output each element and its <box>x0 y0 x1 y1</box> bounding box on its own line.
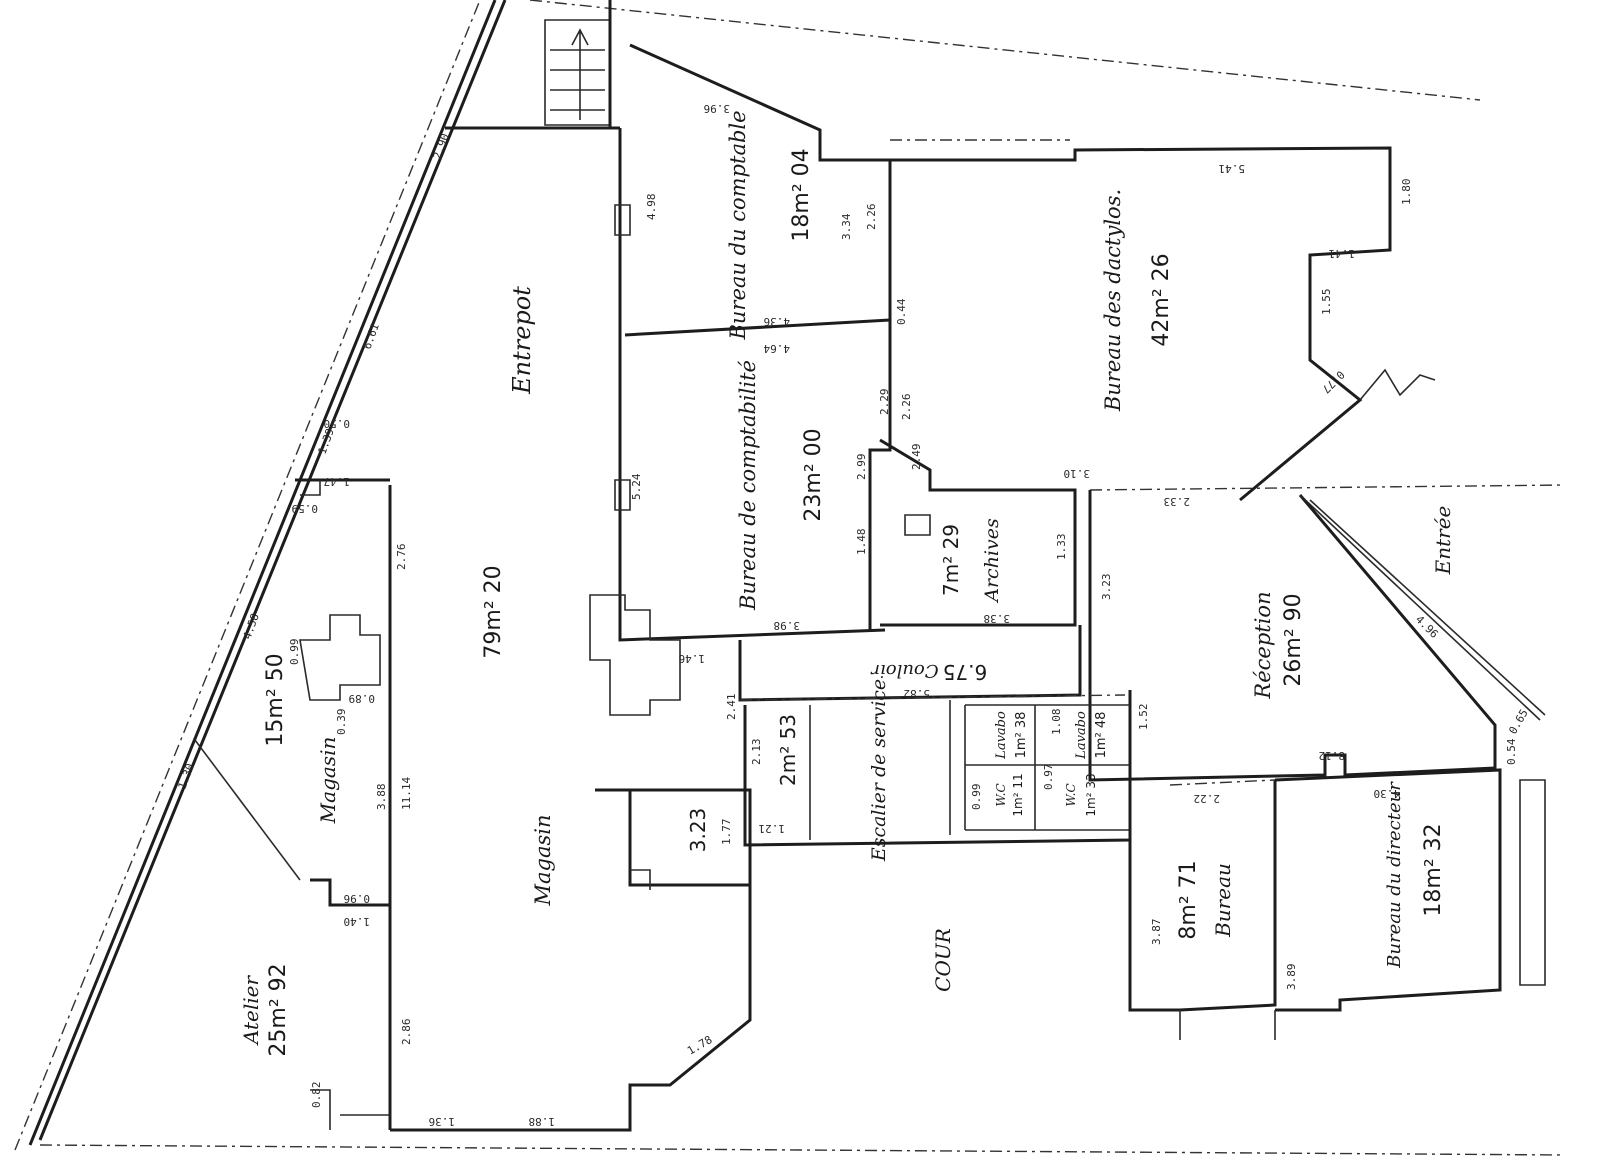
dim-label: 1.46 <box>679 652 706 665</box>
dim-label: 0.59 <box>292 502 319 515</box>
dim-label: 1.30 <box>176 762 197 791</box>
dim-label: 0.54 <box>1505 738 1518 765</box>
dim-label: 3.38 <box>984 612 1011 625</box>
room-area-archives: 7m² 29 <box>939 524 963 596</box>
dim-label: 2.29 <box>878 389 891 416</box>
room-area-magasin-small: 15m² 50 <box>263 653 288 746</box>
dim-label: 3.88 <box>375 784 388 811</box>
room-name-lavabo-2: Lavabo <box>1074 711 1089 760</box>
dim-label: 3.98 <box>774 619 801 632</box>
room-area-lavabo-2: 1m² 48 <box>1094 712 1109 759</box>
dim-label: 0.96 <box>344 892 371 905</box>
dim-label: 1.41 <box>1329 247 1356 260</box>
dim-label: 4.36 <box>764 315 791 328</box>
room-area-entrepot: 79m² 20 <box>481 565 506 658</box>
dim-label: 3.34 <box>840 213 853 240</box>
room-name-entree: Entrée <box>1431 506 1455 576</box>
room-name-couloir: Couloir <box>870 660 939 681</box>
dim-label: 3.96 <box>704 102 731 115</box>
room-name-bureau-comptabilite: Bureau de comptabilité <box>736 360 760 611</box>
dim-label: 1.77 <box>720 819 733 846</box>
room-area-couloir: 6.75 <box>943 660 988 684</box>
dim-label: 0.97 <box>1042 764 1055 791</box>
room-area-atelier: 25m² 92 <box>266 963 291 1056</box>
dim-label: 0.99 <box>970 784 983 811</box>
dim-label: 2.90 <box>431 132 452 161</box>
exterior-walls <box>14 0 1566 1156</box>
dim-label: 2.13 <box>750 739 763 766</box>
dim-label: 5.41 <box>1219 162 1246 175</box>
room-area-reception: 26m² 90 <box>1281 593 1306 686</box>
room-name-cour: COUR <box>931 928 955 992</box>
dim-label: 0.39 <box>335 709 348 736</box>
dim-label: 1.21 <box>759 822 786 835</box>
dimension-labels: 3.96 4.98 3.34 2.26 2.26 0.44 4.36 4.64 … <box>176 102 1531 1128</box>
dim-label: 5.24 <box>630 473 643 500</box>
dim-label: 0.65 <box>1506 707 1531 736</box>
dim-label: 0.82 <box>310 1082 323 1109</box>
dim-label: 1.33 <box>1055 534 1068 561</box>
dim-label: 2.41 <box>725 694 738 721</box>
dim-label: 4.30 <box>1374 787 1401 800</box>
dim-label: 2.99 <box>855 454 868 481</box>
dim-label: 1.36 <box>429 1115 456 1128</box>
dim-label: 3.89 <box>1285 964 1298 991</box>
dim-label: 2.86 <box>400 1019 413 1046</box>
dim-label: 3.87 <box>1150 919 1163 946</box>
room-name-wc-1: W.C <box>994 783 1008 806</box>
room-area-bureau-dactylos: 42m² 26 <box>1149 253 1174 346</box>
dim-label: 1.08 <box>1050 709 1063 736</box>
dim-label: 3.23 <box>1100 574 1113 601</box>
room-name-atelier: Atelier <box>239 974 263 1046</box>
room-name-magasin-small: Magasin <box>316 737 340 825</box>
room-name-bureau-comptable: Bureau du comptable <box>726 110 750 340</box>
dim-label: 2.26 <box>865 204 878 231</box>
room-area-bureau-small: 8m² 71 <box>1176 860 1201 939</box>
dim-label: 0.89 <box>349 692 376 705</box>
dim-label: 1.88 <box>529 1115 556 1128</box>
room-name-bureau-dactylos: Bureau des dactylos. <box>1101 189 1125 412</box>
dim-label: 1.40 <box>344 915 371 928</box>
dim-label: 1.47 <box>324 475 351 488</box>
room-area-wc-2: 1m² 33 <box>1084 773 1098 816</box>
room-name-bureau-directeur: Bureau du directeur <box>1384 781 1405 969</box>
room-name-archives: Archives <box>981 518 1003 604</box>
room-name-reception: Réception <box>1251 591 1275 699</box>
room-area-small-b: 2m² 53 <box>776 714 800 786</box>
dim-label: 1.52 <box>1137 704 1150 731</box>
dim-label: 2.49 <box>910 444 923 471</box>
room-area-bureau-comptabilite: 23m² 00 <box>801 428 826 521</box>
dim-label: 8.12 <box>1319 749 1346 762</box>
dim-label: 2.22 <box>1194 792 1221 805</box>
dim-label: 2.26 <box>900 394 913 421</box>
dim-label: 0.50 <box>324 417 351 430</box>
room-labels: Entrepot 79m² 20 Bureau du comptable 18m… <box>239 110 1455 1056</box>
room-area-wc-1: 1m² 11 <box>1011 773 1025 816</box>
room-area-bureau-directeur: 18m² 32 <box>1421 823 1446 916</box>
room-name-wc-2: W.C <box>1064 783 1078 806</box>
dim-label: 1.80 <box>1400 179 1413 206</box>
room-area-bureau-comptable: 18m² 04 <box>789 148 814 241</box>
room-name-lavabo-1: Lavabo <box>994 711 1009 760</box>
room-name-bureau-small: Bureau <box>1211 863 1235 938</box>
room-name-escalier: Escalier de service <box>868 679 890 862</box>
dim-label: 1.55 <box>1320 289 1333 316</box>
dim-label: 1.48 <box>855 529 868 556</box>
dim-label: 11.14 <box>400 777 413 810</box>
dim-label: 4.98 <box>645 194 658 221</box>
room-area-lavabo-1: 1m² 38 <box>1014 712 1029 759</box>
dim-label: 5.82 <box>904 687 931 700</box>
dim-label: 2.76 <box>395 544 408 571</box>
room-name-magasin-main: Magasin <box>531 814 555 906</box>
dim-label: 0.99 <box>288 639 301 666</box>
dim-label: 4.96 <box>1413 613 1441 641</box>
dim-label: 3.10 <box>1064 467 1091 480</box>
room-area-small-a: 3.23 <box>686 808 710 853</box>
dim-label: 4.64 <box>763 342 790 355</box>
dim-label: 0.44 <box>895 298 908 325</box>
room-name-entrepot: Entrepot <box>508 286 536 395</box>
dim-label: 2.33 <box>1164 495 1191 508</box>
